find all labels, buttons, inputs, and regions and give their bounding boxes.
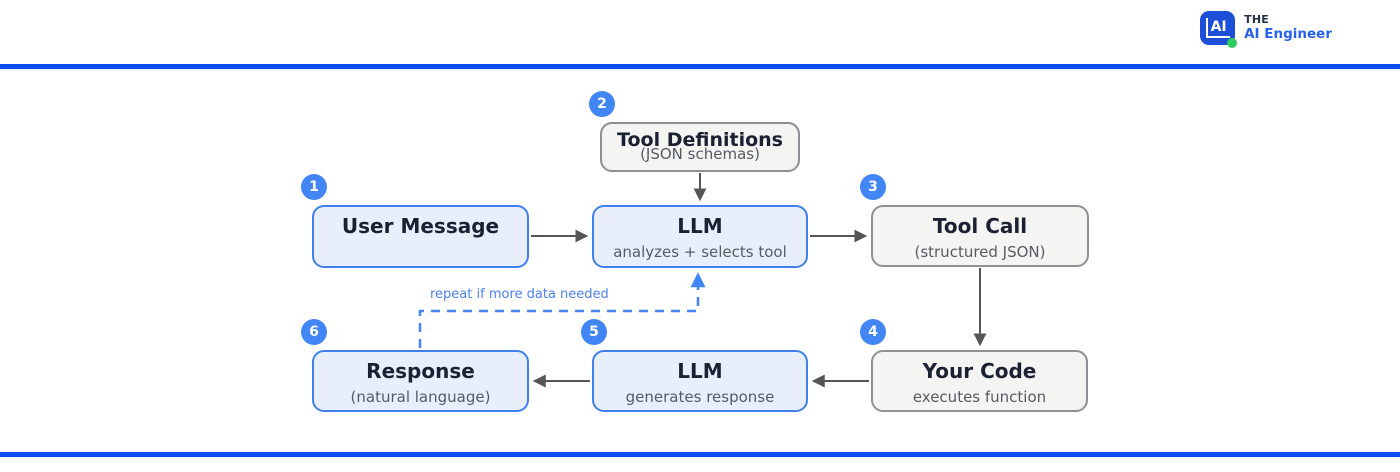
green-dot-icon (1227, 38, 1238, 48)
repeat-loop-label: repeat if more data needed (430, 287, 609, 302)
top-divider (0, 64, 1400, 69)
step-badge-3: 3 (860, 174, 886, 200)
node-title: LLM (677, 359, 723, 383)
step-badge-5: 5 (581, 319, 607, 345)
node-user-message: 1 User Message (301, 174, 529, 268)
step-badge-4: 4 (860, 319, 886, 345)
brand-logo: AI THE AI Engineer (1200, 11, 1332, 48)
node-llm-respond: 5 LLM generates response (581, 319, 808, 412)
node-title: Response (366, 359, 475, 383)
node-subtitle: (natural language) (350, 388, 491, 406)
brand-name-top: THE (1244, 12, 1269, 26)
ai-monogram: AI (1205, 18, 1230, 38)
node-subtitle: generates response (625, 388, 775, 406)
node-your-code: 4 Your Code executes function (860, 319, 1088, 412)
step-badge-2: 2 (589, 91, 615, 117)
node-subtitle: executes function (912, 388, 1047, 406)
node-title: Your Code (922, 359, 1037, 383)
step-badge-1: 1 (301, 174, 327, 200)
node-title: Tool Definitions (617, 129, 783, 151)
node-response: 6 Response (natural language) (301, 319, 529, 412)
node-subtitle: (JSON schemas) (640, 144, 760, 163)
node-subtitle: analyzes + selects tool (613, 243, 787, 261)
node-tool-call: 3 Tool Call (structured JSON) (860, 174, 1089, 267)
brand-text: THE AI Engineer (1244, 12, 1332, 42)
node-title: User Message (341, 214, 500, 238)
brand-logo-mark: AI (1200, 11, 1238, 48)
node-title: LLM (677, 214, 723, 238)
brand-name-bottom: AI Engineer (1244, 25, 1332, 42)
edge-repeat-loop (418, 272, 706, 348)
node-llm-select: LLM analyzes + selects tool (592, 205, 808, 268)
node-subtitle: (structured JSON) (914, 243, 1046, 261)
bottom-divider (0, 452, 1400, 457)
step-badge-6: 6 (301, 319, 327, 345)
node-title: Tool Call (932, 214, 1028, 238)
node-tool-definitions: 2 Tool Definitions (JSON schemas) (589, 91, 800, 172)
